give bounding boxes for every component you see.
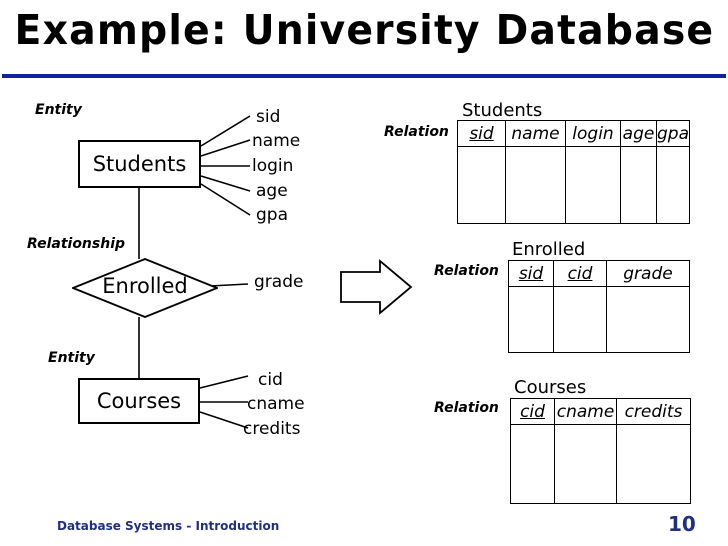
table-row[interactable]	[508, 286, 690, 353]
entity-students-label: Students	[92, 152, 187, 176]
table-cell[interactable]	[565, 146, 621, 224]
attribute-login: login	[252, 156, 294, 176]
column-header-grade[interactable]: grade	[606, 260, 690, 287]
column-header-age[interactable]: age	[620, 120, 657, 147]
relation-table-enrolled[interactable]: sid cid grade	[508, 260, 690, 353]
table-cell[interactable]	[505, 146, 566, 224]
table-cell[interactable]	[510, 424, 555, 504]
relation-tag-students: Relation	[384, 124, 449, 140]
column-header-sid[interactable]: sid	[508, 260, 554, 287]
page-number: 10	[668, 512, 696, 536]
table-row[interactable]	[457, 146, 690, 224]
attribute-name: name	[252, 131, 301, 151]
table-cell[interactable]	[656, 146, 690, 224]
relation-title-enrolled: Enrolled	[512, 239, 586, 260]
page-title: Example: University Database	[14, 6, 715, 54]
table-cell[interactable]	[553, 286, 607, 353]
table-cell[interactable]	[616, 424, 691, 504]
column-header-cid[interactable]: cid	[510, 398, 555, 425]
attribute-grade: grade	[254, 272, 304, 292]
table-cell[interactable]	[508, 286, 554, 353]
entity-courses-label: Courses	[96, 389, 182, 413]
transform-arrow-icon	[340, 259, 413, 315]
entity-students[interactable]: Students	[78, 140, 201, 188]
relation-title-courses: Courses	[514, 377, 587, 398]
table-cell[interactable]	[606, 286, 690, 353]
column-header-cid[interactable]: cid	[553, 260, 607, 287]
relationship-enrolled[interactable]	[72, 258, 218, 318]
column-header-name[interactable]: name	[505, 120, 566, 147]
table-header-row: sid name login age gpa	[457, 120, 690, 147]
column-header-gpa[interactable]: gpa	[656, 120, 690, 147]
entity-label-courses: Entity	[48, 350, 95, 366]
relation-tag-enrolled: Relation	[434, 263, 499, 279]
table-cell[interactable]	[457, 146, 506, 224]
column-header-cname[interactable]: cname	[554, 398, 617, 425]
attribute-sid: sid	[256, 107, 281, 127]
attribute-credits: credits	[243, 419, 301, 439]
attribute-age: age	[256, 181, 288, 201]
table-row[interactable]	[510, 424, 691, 504]
column-header-login[interactable]: login	[565, 120, 621, 147]
entity-courses[interactable]: Courses	[78, 378, 200, 424]
relation-table-courses[interactable]: cid cname credits	[510, 398, 691, 504]
relation-tag-courses: Relation	[434, 400, 499, 416]
relationship-enrolled-label: Enrolled	[102, 274, 188, 298]
attribute-cname: cname	[247, 394, 305, 414]
table-cell[interactable]	[554, 424, 617, 504]
footer-label: Database Systems - Introduction	[57, 519, 280, 533]
table-header-row: sid cid grade	[508, 260, 690, 287]
column-header-sid[interactable]: sid	[457, 120, 506, 147]
title-divider	[2, 74, 726, 78]
relation-table-students[interactable]: sid name login age gpa	[457, 120, 690, 224]
attribute-cid: cid	[258, 370, 283, 390]
attribute-gpa: gpa	[256, 205, 288, 225]
relation-title-students: Students	[462, 100, 543, 121]
table-cell[interactable]	[620, 146, 657, 224]
table-header-row: cid cname credits	[510, 398, 691, 425]
relationship-label-enrolled: Relationship	[27, 236, 126, 252]
entity-label-students: Entity	[35, 102, 82, 118]
column-header-credits[interactable]: credits	[616, 398, 691, 425]
